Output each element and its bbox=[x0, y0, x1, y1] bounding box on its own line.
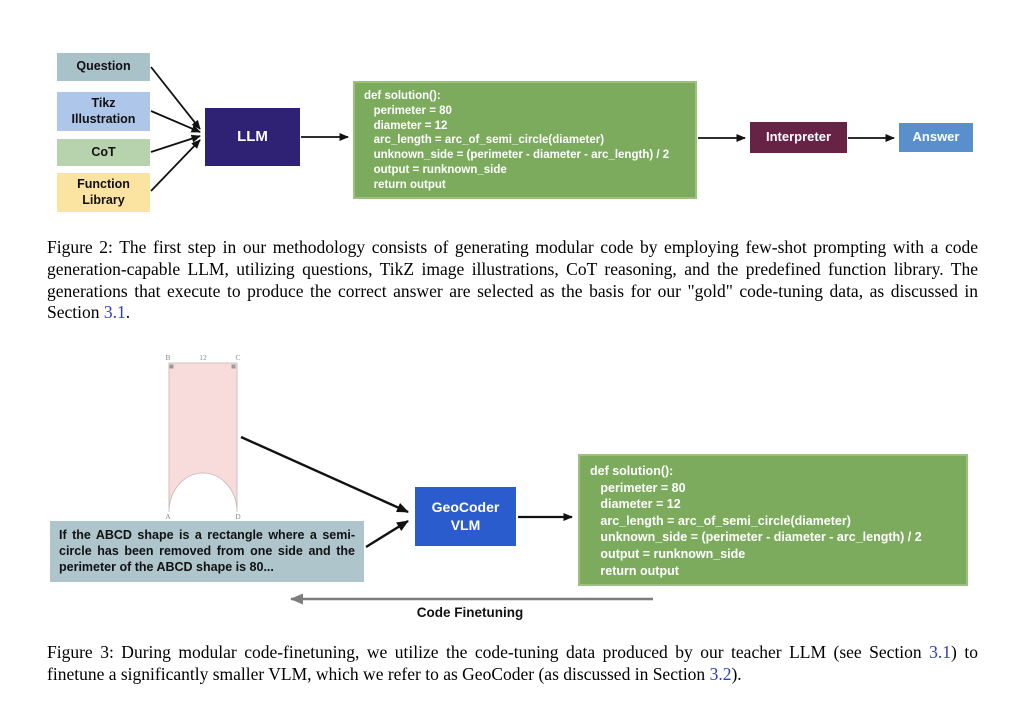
section-3-1-link[interactable]: 3.1 bbox=[103, 302, 126, 323]
section-3-2-link[interactable]: 3.2 bbox=[709, 663, 732, 684]
generated-code-block-fig3: def solution(): perimeter = 80 diameter … bbox=[578, 454, 968, 586]
answer-box: Answer bbox=[899, 123, 973, 152]
figure3-caption: Figure 3: During modular code-finetuning… bbox=[47, 642, 978, 686]
interpreter-box: Interpreter bbox=[750, 122, 847, 153]
arrow-cot-to-llm bbox=[150, 134, 201, 153]
arrow-tikz-to-llm bbox=[150, 110, 201, 133]
arrow-function-to-llm bbox=[150, 139, 201, 192]
figure3-caption-mid: ) to finetune a significantly smaller VL… bbox=[47, 642, 978, 684]
figure2-caption: Figure 2: The first step in our methodol… bbox=[47, 237, 978, 324]
shape-label-12: 12 bbox=[199, 353, 207, 362]
geocoder-vlm-box: GeoCoder VLM bbox=[415, 487, 516, 546]
section-3-1-link-fig3[interactable]: 3.1 bbox=[929, 642, 952, 662]
code-finetuning-label: Code Finetuning bbox=[416, 605, 524, 620]
shape-label-b: B bbox=[165, 353, 170, 362]
geometry-shape-image bbox=[168, 362, 238, 513]
figure2-caption-end: . bbox=[125, 302, 131, 323]
shape-label-d: D bbox=[235, 512, 241, 521]
generated-code-block-fig2: def solution(): perimeter = 80 diameter … bbox=[353, 81, 697, 199]
figure2-caption-text: Figure 2: The first step in our methodol… bbox=[47, 237, 978, 323]
function-library-box: Function Library bbox=[57, 173, 150, 212]
shape-label-c: C bbox=[235, 353, 240, 362]
shape-corner-marker-c bbox=[231, 364, 236, 369]
arrow-prompt-to-geocoder bbox=[365, 519, 409, 549]
cot-box: CoT bbox=[57, 139, 150, 166]
tikz-illustration-box: Tikz Illustration bbox=[57, 92, 150, 131]
question-prompt-box: If the ABCD shape is a rectangle where a… bbox=[50, 521, 364, 582]
figure3-caption-end: ). bbox=[731, 663, 742, 684]
question-box: Question bbox=[57, 53, 150, 81]
llm-box: LLM bbox=[205, 108, 300, 166]
arrow-shape-to-geocoder bbox=[240, 435, 409, 514]
shape-label-a: A bbox=[165, 512, 171, 521]
arrow-question-to-llm bbox=[150, 66, 201, 130]
figure3-caption-text: Figure 3: During modular code-finetuning… bbox=[47, 642, 930, 662]
shape-corner-marker-b bbox=[169, 364, 174, 369]
